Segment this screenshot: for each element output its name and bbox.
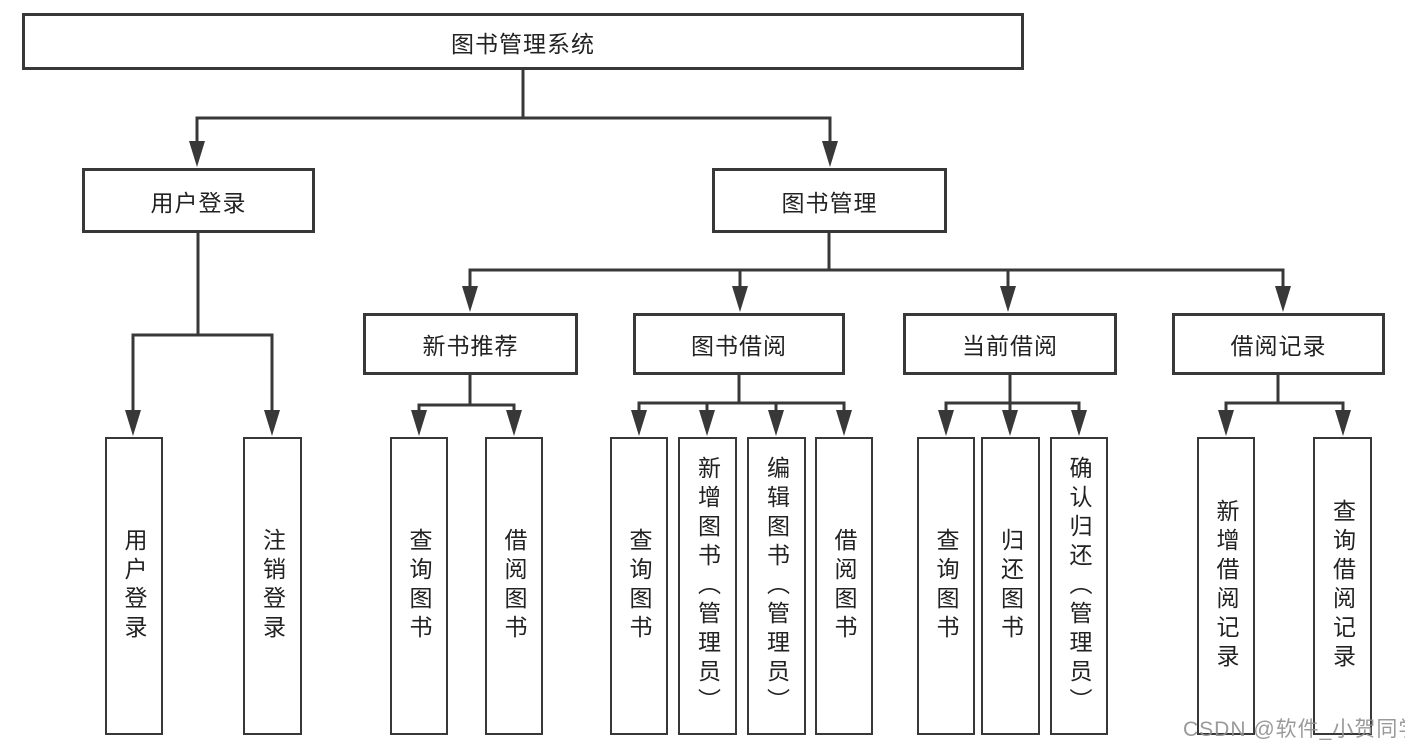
node-label: 归还图书 bbox=[997, 528, 1024, 644]
node-book-management: 图书管理 bbox=[712, 168, 947, 233]
node-label: 图书管理系统 bbox=[451, 30, 595, 57]
node-return-books: 归还图书 bbox=[981, 437, 1040, 735]
node-label: 查询图书 bbox=[626, 528, 652, 644]
node-label: 注销登录 bbox=[259, 528, 286, 644]
node-label: 新书推荐 bbox=[422, 333, 519, 359]
node-add-books-admin: 新增图书（管理员） bbox=[678, 437, 737, 735]
node-query-books-borrowing: 查询图书 bbox=[610, 437, 668, 735]
node-current-borrowing: 当前借阅 bbox=[903, 313, 1117, 375]
node-label: 编辑图书（管理员） bbox=[763, 455, 790, 717]
node-label: 查询图书 bbox=[406, 528, 432, 644]
node-edit-books-admin: 编辑图书（管理员） bbox=[747, 437, 806, 735]
node-label: 新增借阅记录 bbox=[1213, 499, 1239, 673]
node-label: 图书借阅 bbox=[691, 333, 787, 359]
node-label: 用户登录 bbox=[121, 528, 147, 644]
node-label: 用户登录 bbox=[150, 189, 247, 216]
node-library-management-system: 图书管理系统 bbox=[22, 13, 1024, 70]
node-label: 查询图书 bbox=[933, 528, 959, 644]
node-label: 查询借阅记录 bbox=[1329, 499, 1356, 673]
node-add-borrow-record: 新增借阅记录 bbox=[1197, 437, 1255, 735]
node-logout: 注销登录 bbox=[243, 437, 302, 735]
node-query-books-current: 查询图书 bbox=[917, 437, 975, 735]
node-new-book-recommendation: 新书推荐 bbox=[363, 313, 578, 375]
node-user-login: 用户登录 bbox=[82, 168, 315, 233]
node-label: 确认归还（管理员） bbox=[1066, 455, 1092, 717]
node-label: 借阅图书 bbox=[831, 528, 857, 644]
node-label: 当前借阅 bbox=[962, 333, 1058, 359]
watermark-text: CSDN @软件_小贺同学 bbox=[1183, 718, 1405, 741]
node-borrowing-records: 借阅记录 bbox=[1172, 313, 1385, 375]
node-query-books-recommend: 查询图书 bbox=[390, 437, 448, 735]
node-label: 图书管理 bbox=[781, 189, 878, 216]
node-label: 借阅图书 bbox=[501, 528, 527, 644]
node-label: 借阅记录 bbox=[1230, 333, 1327, 359]
node-book-borrowing: 图书借阅 bbox=[633, 313, 845, 375]
node-borrow-books: 借阅图书 bbox=[815, 437, 873, 735]
node-confirm-return-admin: 确认归还（管理员） bbox=[1050, 437, 1108, 735]
node-label: 新增图书（管理员） bbox=[694, 455, 721, 717]
node-query-borrow-record: 查询借阅记录 bbox=[1313, 437, 1372, 735]
node-borrow-books-recommend: 借阅图书 bbox=[485, 437, 543, 735]
arrowheads bbox=[125, 141, 1351, 436]
node-user-login-leaf: 用户登录 bbox=[105, 437, 163, 735]
